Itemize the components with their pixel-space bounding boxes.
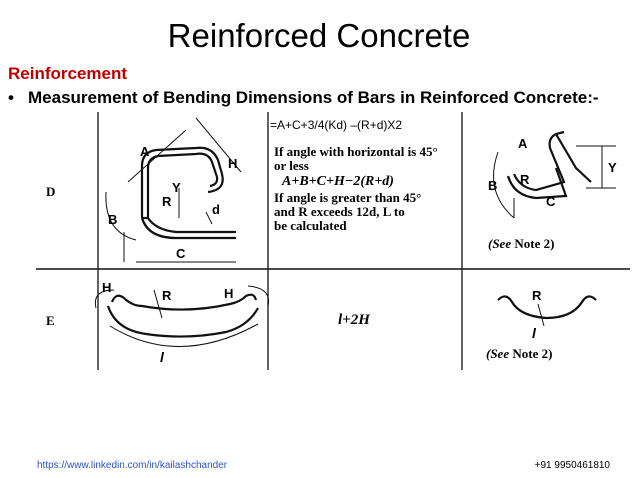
formula-annotation: =A+C+3/4(Kd) –(R+d)X2 [270, 118, 403, 132]
bullet-marker: • [8, 88, 14, 107]
dim-c: C [176, 246, 186, 261]
condition-line-5: be calculated [274, 218, 347, 233]
condition-line-3: If angle is greater than 45° [274, 190, 422, 205]
linkedin-link[interactable]: https://www.linkedin.com/in/kailashchand… [37, 460, 228, 471]
row-label-d: D [46, 184, 56, 199]
dim-y: Y [172, 180, 181, 195]
bending-table-figure: A H Y R d B C A Y R B C H R H l R l [36, 112, 630, 370]
condition-line-1: If angle with horizontal is 45° [274, 144, 438, 159]
note-e-suffix: Note 2) [512, 346, 553, 361]
e-right-dim-l: l [532, 325, 537, 341]
bullet-point: • Measurement of Bending Dimensions of Ba… [8, 88, 599, 108]
row-e-note: (See Note 2) [486, 346, 552, 362]
phone-number: +91 9950461810 [534, 460, 610, 471]
note-d-prefix: (See [488, 236, 512, 251]
right-dim-r: R [520, 172, 530, 187]
section-heading: Reinforcement [8, 64, 128, 83]
bullet-text: Measurement of Bending Dimensions of Bar… [28, 88, 599, 107]
e-dim-l: l [160, 349, 165, 365]
dim-b: B [108, 212, 117, 227]
slide-title: Reinforced Concrete [167, 17, 471, 54]
condition-line-4: and R exceeds 12d, L to [274, 204, 405, 219]
condition-line-2: or less [274, 158, 309, 173]
shape-e-bar [106, 293, 259, 338]
note-d-suffix: Note 2) [514, 236, 555, 251]
e-right-dim-r: R [532, 288, 542, 303]
row-d-condition: If angle with horizontal is 45° or less … [274, 145, 464, 233]
right-dim-c: C [546, 194, 556, 209]
e-dim-h1: H [102, 280, 111, 295]
note-e-prefix: (See [486, 346, 510, 361]
shape-e-right-bar [497, 295, 597, 320]
e-dim-h2: H [224, 286, 233, 301]
dim-r: R [162, 194, 172, 209]
shape-d-bar [140, 146, 236, 240]
e-dim-r: R [162, 288, 172, 303]
shape-d-dimensions [105, 117, 242, 263]
dim-a: A [140, 144, 150, 159]
right-dim-y: Y [608, 160, 617, 175]
shape-e-right-dimensions [537, 303, 545, 327]
right-dim-b: B [488, 178, 497, 193]
shape-d-right-bar [506, 130, 592, 200]
dim-h: H [228, 156, 237, 171]
shape-d-right-dimensions [493, 145, 616, 219]
shape-e-dimensions [94, 285, 270, 347]
row-label-e: E [46, 313, 55, 328]
condition-formula: A+B+C+H−2(R+d) [282, 174, 394, 189]
row-e-formula: l+2H [338, 312, 370, 328]
dim-d: d [212, 202, 220, 217]
row-d-note: (See Note 2) [488, 236, 554, 252]
right-dim-a: A [518, 136, 528, 151]
